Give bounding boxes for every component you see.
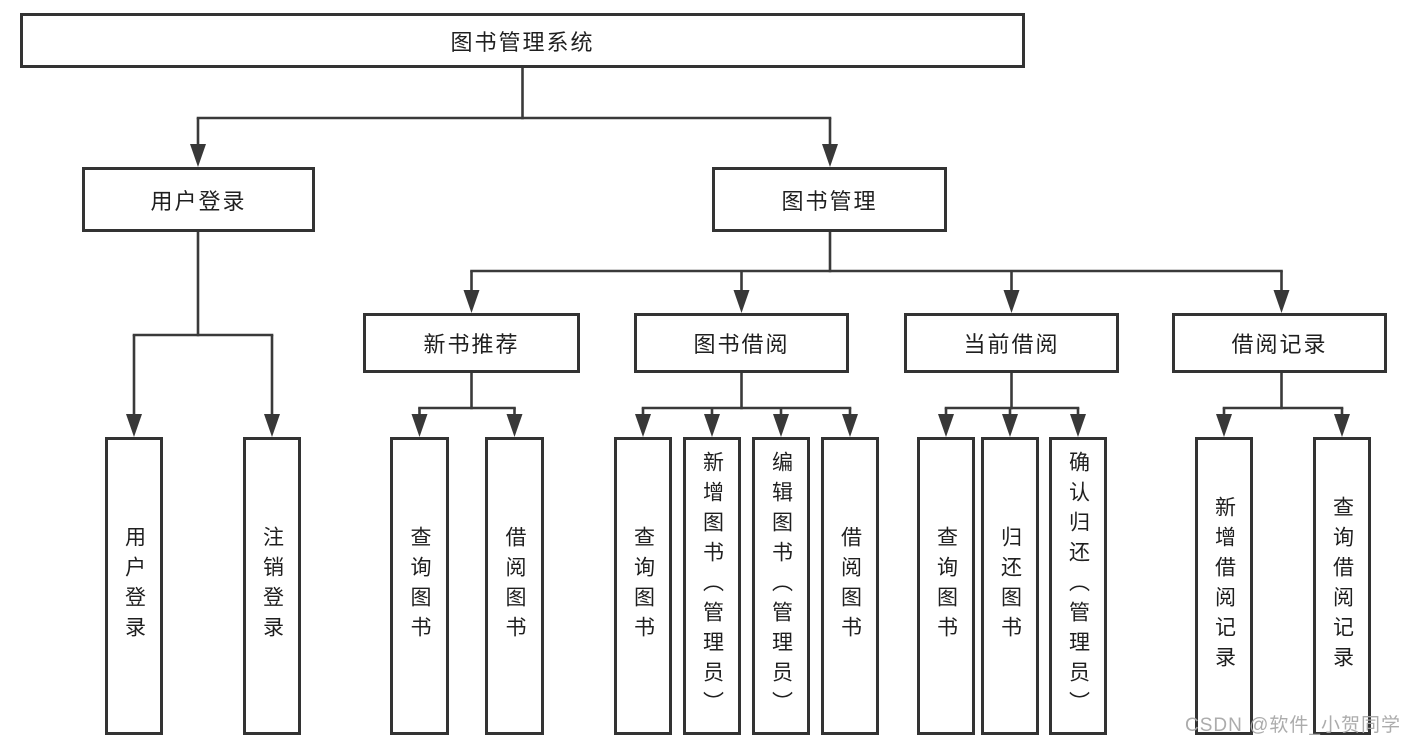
node-borrowing-records: 借阅记录 [1172, 313, 1387, 373]
leaf-record-add-record: 新增借阅记录 [1195, 437, 1253, 735]
node-label: 当前借阅 [963, 332, 1060, 357]
node-new-book-recommend: 新书推荐 [363, 313, 580, 373]
node-label: 图书借阅 [693, 332, 790, 357]
leaf-current-query-books: 查询图书 [917, 437, 975, 735]
leaf-label: 新增借阅记录 [1212, 496, 1236, 676]
leaf-label: 用户登录 [122, 526, 146, 646]
leaf-label: 确认归还（管理员） [1066, 451, 1090, 721]
leaf-label: 归还图书 [998, 526, 1022, 646]
leaf-record-query-record: 查询借阅记录 [1313, 437, 1371, 735]
node-library-management-system: 图书管理系统 [20, 13, 1025, 68]
leaf-current-confirm-return-admin: 确认归还（管理员） [1049, 437, 1107, 735]
leaf-label: 新增图书（管理员） [700, 451, 724, 721]
node-current-borrowing: 当前借阅 [904, 313, 1119, 373]
leaf-borrow-add-books-admin: 新增图书（管理员） [683, 437, 741, 735]
leaf-user-login: 用户登录 [105, 437, 163, 735]
leaf-label: 查询图书 [408, 526, 432, 646]
csdn-watermark: CSDN @软件_小贺同学 [1185, 715, 1401, 736]
node-label: 图书管理 [781, 188, 878, 214]
node-book-management-branch: 图书管理 [712, 167, 947, 232]
leaf-label: 借阅图书 [503, 526, 527, 646]
leaf-borrow-query-books: 查询图书 [614, 437, 672, 735]
leaf-newbook-borrow-books: 借阅图书 [485, 437, 544, 735]
leaf-label: 查询图书 [631, 526, 655, 646]
node-label: 用户登录 [150, 188, 247, 214]
leaf-label: 查询图书 [934, 526, 958, 646]
leaf-label: 注销登录 [260, 526, 284, 646]
node-label: 新书推荐 [423, 332, 520, 357]
leaf-borrow-edit-books-admin: 编辑图书（管理员） [752, 437, 810, 735]
leaf-borrow-borrow-books: 借阅图书 [821, 437, 879, 735]
node-label: 借阅记录 [1231, 332, 1328, 357]
leaf-label: 查询借阅记录 [1330, 496, 1354, 676]
leaf-logout: 注销登录 [243, 437, 301, 735]
leaf-current-return-books: 归还图书 [981, 437, 1039, 735]
node-user-login-branch: 用户登录 [82, 167, 315, 232]
leaf-newbook-query-books: 查询图书 [390, 437, 449, 735]
leaf-label: 编辑图书（管理员） [769, 451, 793, 721]
leaf-label: 借阅图书 [838, 526, 862, 646]
node-label: 图书管理系统 [450, 29, 595, 55]
node-book-borrowing: 图书借阅 [634, 313, 849, 373]
